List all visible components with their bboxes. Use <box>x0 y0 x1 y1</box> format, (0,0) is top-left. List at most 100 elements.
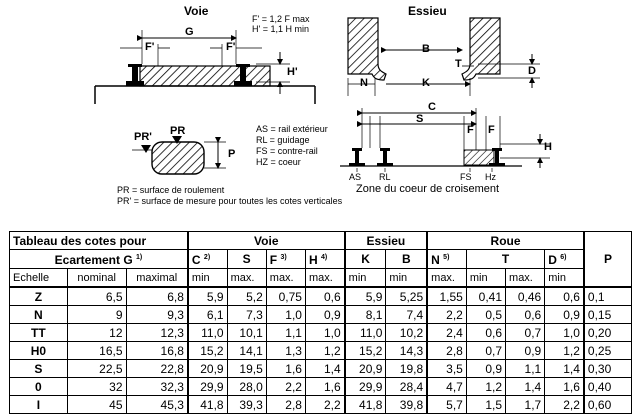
value-cell: 0,6 <box>505 305 546 324</box>
value-cell: 32,3 <box>125 377 189 396</box>
unit-t-min: min <box>465 268 507 288</box>
table-subtitle: Ecartement G 1) <box>8 249 189 269</box>
value-cell: 2,2 <box>265 377 306 396</box>
value-cell: 2,2 <box>544 395 585 414</box>
value-cell: 5,7 <box>426 395 467 414</box>
value-cell: 29,9 <box>186 377 228 396</box>
units-echelle: Echelle <box>9 268 68 288</box>
value-cell: 1,4 <box>304 359 346 378</box>
unit-b: min <box>385 268 428 288</box>
value-cell: 0,25 <box>582 341 632 360</box>
col-b: B <box>385 249 428 269</box>
value-cell: 0,7 <box>505 323 546 342</box>
coeur-diagram <box>340 108 550 172</box>
col-n-name: N <box>431 253 440 267</box>
units-nominal: nominal <box>66 268 127 288</box>
value-cell: 0,30 <box>582 359 632 378</box>
rail-label-p: P <box>228 148 236 160</box>
legend-pr-prime: PR' = surface de mesure pour toutes les … <box>117 196 343 206</box>
group-essieu: Essieu <box>343 231 428 250</box>
value-cell: 39,3 <box>226 395 267 414</box>
value-cell: 1,5 <box>465 395 507 414</box>
value-cell: 7,4 <box>385 305 428 324</box>
value-cell: 0,20 <box>582 323 632 342</box>
value-cell: 39,8 <box>385 395 428 414</box>
value-cell: 6,5 <box>66 286 127 306</box>
formula-f: F' = 1,2 F max <box>252 14 310 24</box>
value-cell: 10,2 <box>385 323 428 342</box>
value-cell: 0,7 <box>465 341 507 360</box>
coeur-label-f2: F <box>488 124 495 136</box>
value-cell: 28,4 <box>385 377 428 396</box>
coeur-label-hz: Hz <box>485 172 496 182</box>
value-cell: 5,25 <box>385 286 428 306</box>
essieu-label-k: K <box>422 77 430 89</box>
value-cell: 1,6 <box>304 377 346 396</box>
col-d: D 6) <box>544 249 585 269</box>
value-cell: 20,9 <box>343 359 387 378</box>
legend-code-as: AS = rail extérieur <box>256 124 328 134</box>
unit-f: max. <box>265 268 306 288</box>
col-p: P <box>582 231 632 288</box>
value-cell: 0,75 <box>265 286 306 306</box>
col-f: F 3) <box>265 249 306 269</box>
table-subtitle-text: Ecartement G <box>54 253 133 267</box>
value-cell: 1,2 <box>304 341 346 360</box>
value-cell: 0,9 <box>505 341 546 360</box>
col-k: K <box>343 249 387 269</box>
essieu-title: Essieu <box>408 4 447 18</box>
value-cell: 5,9 <box>343 286 387 306</box>
col-d-note: 6) <box>560 254 567 261</box>
value-cell: 19,5 <box>226 359 267 378</box>
value-cell: 9,3 <box>125 305 189 324</box>
value-cell: 15,2 <box>186 341 228 360</box>
voie-title: Voie <box>184 4 209 18</box>
col-f-note: 3) <box>280 254 287 261</box>
unit-d: min <box>544 268 585 288</box>
echelle-cell: S <box>9 359 68 378</box>
value-cell: 29,9 <box>343 377 387 396</box>
value-cell: 6,8 <box>125 286 189 306</box>
rail-label-pr-prime: PR' <box>134 131 152 143</box>
echelle-cell: N <box>9 305 68 324</box>
col-f-name: F <box>269 253 278 267</box>
value-cell: 16,8 <box>125 341 189 360</box>
col-c-note: 2) <box>203 254 211 261</box>
col-s: S <box>226 249 267 269</box>
value-cell: 0,1 <box>582 286 632 306</box>
coeur-caption: Zone du coeur de croisement <box>356 183 500 195</box>
coeur-label-h: H <box>544 141 552 153</box>
value-cell: 5,2 <box>226 286 267 306</box>
essieu-label-t: T <box>455 58 462 70</box>
col-k-name: K <box>361 252 370 266</box>
echelle-cell: TT <box>9 323 68 342</box>
col-h: H 4) <box>304 249 346 269</box>
value-cell: 2,8 <box>426 341 467 360</box>
value-cell: 45 <box>66 395 127 414</box>
echelle-cell: I <box>9 395 68 414</box>
legend-code-rl: RL = guidage <box>256 135 310 145</box>
value-cell: 1,0 <box>544 323 585 342</box>
value-cell: 9 <box>66 305 127 324</box>
value-cell: 14,1 <box>226 341 267 360</box>
unit-s: max. <box>226 268 267 288</box>
value-cell: 1,3 <box>265 341 306 360</box>
essieu-label-d: D <box>528 65 536 77</box>
legend-code-hz: HZ = coeur <box>256 157 301 167</box>
table-units-row: Echelle nominal maximal min max. max. ma… <box>9 268 632 288</box>
value-cell: 16,5 <box>66 341 127 360</box>
col-h-note: 4) <box>320 254 328 261</box>
value-cell: 5,9 <box>186 286 228 306</box>
value-cell: 6,1 <box>186 305 228 324</box>
voie-label-h: H' <box>287 66 298 78</box>
value-cell: 12 <box>66 323 127 342</box>
value-cell: 32 <box>66 377 127 396</box>
essieu-label-n: N <box>360 77 368 89</box>
value-cell: 1,0 <box>304 323 346 342</box>
value-cell: 0,6 <box>465 323 507 342</box>
